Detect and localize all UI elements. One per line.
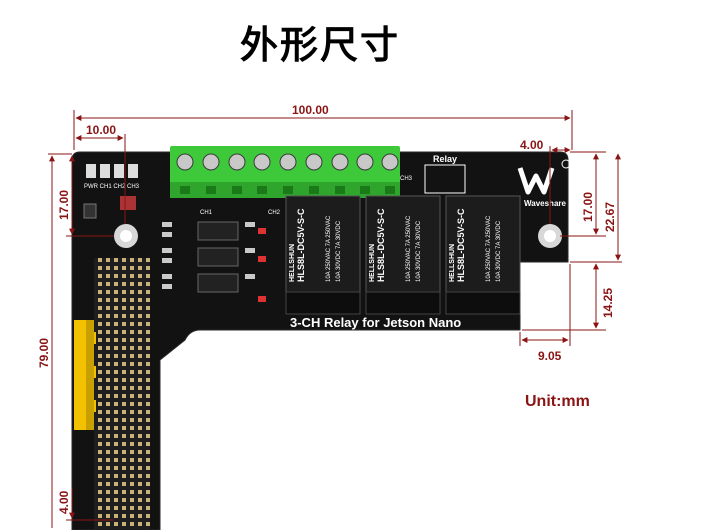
relay-3-rating-2: 10A 30VDC 7A 30VDC — [496, 220, 502, 282]
relay-1 — [285, 195, 361, 315]
gpio-header — [94, 258, 150, 530]
dim-left-bottom: 4.00 — [57, 490, 71, 514]
brand-name: Waveshare — [524, 199, 567, 208]
relay-2-model: HLS8L-DC5V-S-C — [376, 208, 386, 282]
led-row: PWR CH1 CH2 CH3 — [83, 164, 140, 219]
relay-1-rating-1: 10A 250VAC 7A 250VAC — [326, 215, 332, 282]
relay-3-brand: HELLSHUN — [449, 244, 456, 282]
relay-3-model: HLS8L-DC5V-S-C — [456, 208, 466, 282]
relay-2 — [365, 195, 441, 315]
relay-3 — [445, 195, 521, 315]
dim-left-height: 79.00 — [37, 338, 51, 368]
jumper-block — [74, 320, 96, 430]
dim-left-top: 17.00 — [57, 190, 71, 220]
page-title: 外形尺寸 — [239, 23, 400, 67]
relay-3-rating-1: 10A 250VAC 7A 250VAC — [486, 215, 492, 282]
relay-symbol-icon — [424, 164, 466, 194]
relay-1-rating-2: 10A 30VDC 7A 30VDC — [336, 220, 342, 282]
pcb-board — [71, 151, 569, 530]
waveshare-logo-icon: Waveshare — [517, 159, 571, 208]
dim-right-height-a: 17.00 — [581, 192, 595, 222]
dim-total-width: 100.00 — [292, 103, 329, 117]
relay-2-brand: HELLSHUN — [369, 244, 376, 282]
led-labels: PWR CH1 CH2 CH3 — [84, 184, 140, 190]
dim-right-offset: 4.00 — [520, 138, 544, 152]
relay-1-model: HLS8L-DC5V-S-C — [296, 208, 306, 282]
relay-2-rating-2: 10A 30VDC 7A 30VDC — [416, 220, 422, 282]
unit-label: Unit:mm — [525, 393, 590, 410]
dim-right-step-w: 9.05 — [538, 349, 562, 363]
dim-right-height-b: 22.67 — [603, 202, 617, 232]
relay-label: Relay — [433, 154, 457, 164]
terminal-block — [170, 146, 400, 198]
dim-right-step: 14.25 — [601, 288, 615, 318]
board-name: 3-CH Relay for Jetson Nano — [290, 315, 461, 330]
ch3-label: CH3 — [400, 176, 413, 182]
components-area — [162, 221, 266, 302]
dim-left-offset: 10.00 — [86, 123, 116, 137]
relay-2-rating-1: 10A 250VAC 7A 250VAC — [406, 215, 412, 282]
relay-1-brand: HELLSHUN — [289, 244, 296, 282]
ch1-label: CH1 — [200, 210, 213, 216]
ch2-label: CH2 — [268, 210, 281, 216]
